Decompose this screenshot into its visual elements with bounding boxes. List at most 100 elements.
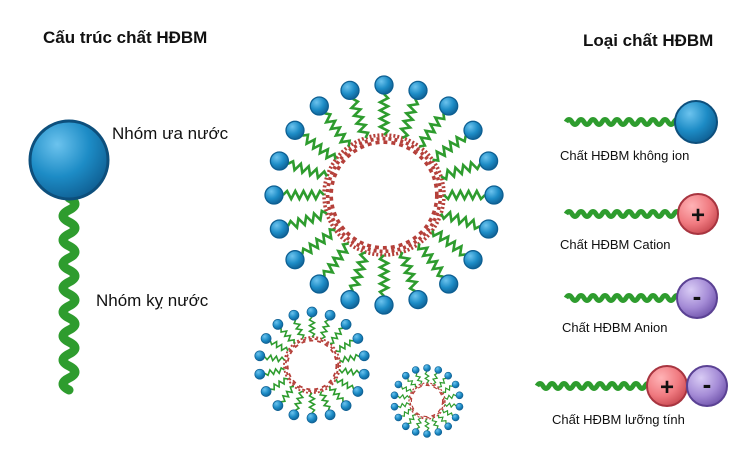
micelle-head [352, 333, 364, 344]
micelle-head [423, 364, 431, 372]
micelle-tail [431, 372, 439, 385]
micelle-tail [442, 409, 454, 417]
micelle-head [411, 366, 420, 374]
micelle-tail [286, 209, 328, 231]
micelle-head [260, 386, 272, 397]
micelle-head [340, 319, 352, 330]
micelle-head [434, 428, 443, 436]
nonionic-label: Chất HĐBM không ion [560, 148, 690, 163]
micelle-tail [400, 386, 412, 393]
micelle-tail [302, 133, 337, 161]
micelle-tail [287, 159, 329, 181]
micelle-head [358, 368, 370, 380]
micelle-head [444, 371, 453, 380]
micelle-head [309, 96, 329, 116]
micelle-core [409, 383, 445, 419]
micelle-core [329, 140, 439, 250]
micelle-head [478, 151, 499, 171]
micelle-tail [415, 373, 423, 385]
micelles [254, 75, 504, 438]
nonionic-head [674, 100, 718, 144]
micelle-tail [407, 378, 416, 388]
micelle-tail [398, 98, 420, 140]
micelle-head [411, 428, 420, 436]
micelle-tail [307, 392, 317, 414]
micelle-tail [440, 159, 482, 181]
micelle-head [264, 185, 284, 205]
micelle-head [463, 250, 483, 270]
micelle-tail [339, 353, 360, 364]
micelle-tail [293, 390, 305, 411]
anion-tail [563, 293, 689, 303]
micelle-head [401, 371, 410, 380]
micelle-tail [415, 417, 423, 430]
micelle-tail [431, 417, 439, 429]
micelle-tail [329, 327, 344, 345]
micelle-tail [431, 229, 466, 257]
micelle-core [408, 382, 446, 420]
micelle-head [439, 274, 459, 294]
micelle-head [374, 75, 394, 95]
micelle-head [340, 80, 360, 101]
micelle-head [478, 219, 499, 239]
micelle-core [284, 337, 340, 393]
micelle-head [401, 422, 410, 431]
micelle-tail [438, 414, 447, 424]
micelle-tail [416, 243, 445, 278]
zwitterion-tail [534, 381, 660, 391]
micelle-head [285, 120, 305, 140]
micelle-head [484, 185, 504, 205]
micelle-tail [319, 391, 331, 411]
micelle-tail [336, 339, 354, 353]
cation-tail [563, 209, 689, 219]
micelle-tail [293, 319, 305, 339]
micelle-tail [398, 251, 420, 293]
micelle-tail [322, 242, 350, 277]
micelle-tail [301, 227, 336, 256]
micelle-tail [319, 319, 331, 340]
micelle-head [451, 413, 460, 422]
micelle [390, 364, 464, 438]
micelle-head [358, 350, 370, 362]
cation-sign: + [691, 202, 705, 229]
micelle-head [306, 412, 318, 424]
micelle-tail [442, 385, 453, 394]
micelle-tail [282, 188, 325, 202]
micelle-head [434, 366, 443, 374]
micelle-core [286, 339, 338, 391]
micelle-head [269, 219, 290, 239]
micelle-head [324, 409, 336, 421]
micelle-tail [424, 371, 430, 384]
micelle-tail [338, 366, 360, 377]
anion-label: Chất HĐBM Anion [562, 320, 668, 335]
micelle-head [285, 250, 305, 270]
micelle-tail [377, 254, 391, 297]
micelle-head [408, 80, 428, 101]
micelle [254, 306, 370, 424]
micelle-tail [348, 97, 370, 139]
micelle-tail [444, 393, 457, 401]
micelle-head [455, 391, 464, 400]
micelle-tail [439, 209, 481, 231]
anion-head [676, 277, 718, 319]
micelle-head [269, 151, 290, 171]
micelle-head [352, 386, 364, 397]
hydrophilic-label: Nhóm ưa nước [112, 124, 229, 143]
micelle-head [423, 430, 431, 438]
hydrophilic-head [28, 119, 110, 201]
micelle-tail [377, 93, 391, 136]
cation-head [677, 193, 719, 235]
micelle-head [272, 319, 284, 330]
micelle-tail [418, 113, 446, 148]
micelle-head [390, 402, 399, 411]
micelle-tail [329, 386, 344, 402]
micelle-head [306, 306, 318, 318]
micelle-core [322, 133, 446, 257]
micelle-head [340, 400, 352, 411]
micelle-tail [443, 188, 486, 202]
micelle-tail [264, 353, 286, 364]
micelle-core [325, 136, 443, 254]
micelle-tail [438, 377, 447, 388]
zwitterion-plus-sign: + [660, 374, 674, 401]
micelle-head [309, 274, 329, 294]
